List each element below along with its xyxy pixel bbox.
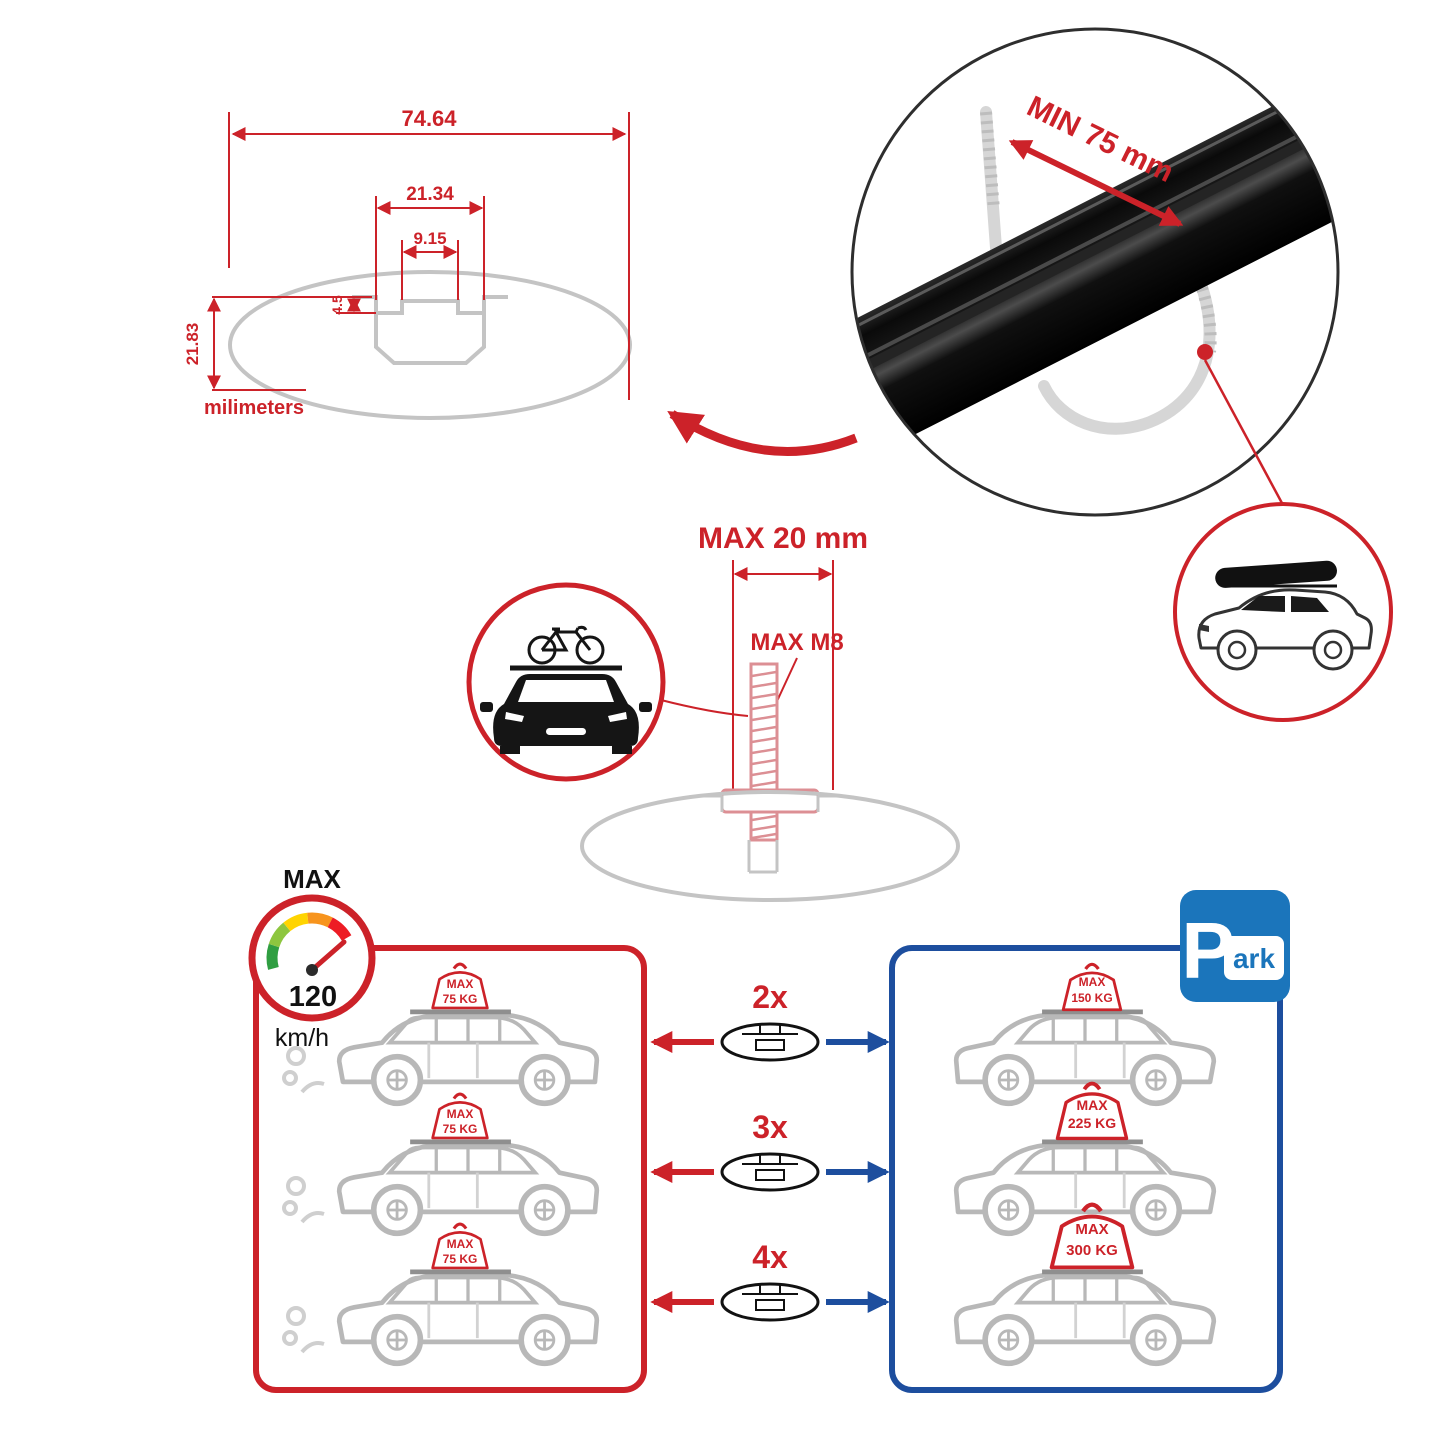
speed-value: 120	[289, 981, 337, 1013]
multiplier-label: 2x	[752, 979, 788, 1015]
parking-car-row-3: MAX 300 KG	[956, 1205, 1214, 1364]
suv-roofbox-circle	[1173, 502, 1393, 722]
multiplier-row-3: 4x	[650, 1239, 890, 1322]
cargo-weight-label: 75 KG	[443, 992, 478, 1006]
multiplier-row-2: 3x	[650, 1109, 890, 1192]
tire-right	[612, 746, 632, 754]
cargo-max-label: MAX	[1075, 1221, 1108, 1238]
max-thread-label: MAX M8	[750, 629, 843, 656]
crossbar-section-icon	[720, 1022, 820, 1062]
suv-window-front	[1241, 596, 1285, 612]
t-slot-channel	[374, 313, 486, 365]
min-span-arrow	[1008, 139, 1184, 227]
crossbar-detail-circle: MIN 75 mm	[850, 27, 1340, 517]
bike-car-circle	[466, 582, 749, 782]
car-front-icon	[480, 674, 652, 754]
suv-window-rear	[1291, 596, 1329, 612]
bike-circle-leader	[660, 699, 749, 717]
suv-with-roof-box-icon	[1197, 560, 1373, 671]
driving-car-row-1: MAX 75 KG	[282, 962, 597, 1103]
dim-lip-depth: 4.5	[329, 295, 345, 315]
driving-car-row-2: MAX 75 KG	[282, 1092, 597, 1233]
cargo-max-label: MAX	[1076, 1097, 1108, 1113]
crossbar-section-icon	[720, 1282, 820, 1322]
dim-width-total: 74.64	[401, 106, 457, 131]
cross-section-diagram: 74.64 21.34 9.15 4.5 21.83 milimeters	[183, 106, 632, 420]
bolt-threads	[751, 670, 777, 788]
headlight	[1199, 624, 1209, 632]
crossbar-rubber-strip	[853, 56, 1337, 393]
speed-max-label: MAX	[283, 864, 341, 894]
wheel-hub	[1227, 640, 1247, 660]
parking-car-row-2: MAX 225 KG	[956, 1081, 1214, 1234]
min-span-label: MIN 75 mm	[1022, 90, 1179, 189]
tire-left	[500, 746, 520, 754]
roof-box	[1215, 560, 1337, 588]
park-sign: P ark	[1180, 890, 1290, 1002]
clamp-hook-right	[1038, 249, 1216, 435]
cargo-max-label: MAX	[447, 977, 474, 991]
t-slot-lips	[352, 295, 508, 315]
park-rest-tile	[1224, 936, 1284, 980]
dim-slot-opening: 9.15	[413, 229, 446, 248]
exhaust-smoke-icon	[282, 1306, 325, 1354]
gauge-pivot	[306, 964, 318, 976]
bike-frame	[540, 630, 592, 652]
bolt-stub-threads	[751, 814, 777, 840]
profile-ellipse	[580, 790, 960, 902]
callout-dot	[1197, 344, 1213, 360]
cargo-weight-label: 75 KG	[443, 1122, 478, 1136]
headlight-right	[608, 712, 627, 722]
cargo-max-label: MAX	[447, 1237, 474, 1251]
dimension-lines	[207, 112, 630, 400]
wheel	[1312, 629, 1354, 671]
detail-circle-outline	[850, 27, 1340, 517]
cargo-weight-label: 75 KG	[443, 1252, 478, 1266]
bike-wheel	[575, 635, 605, 665]
speed-limit-gauge: MAX 120 km/h	[248, 864, 376, 1052]
cargo-max-label: MAX	[1079, 975, 1106, 989]
units-label: milimeters	[204, 397, 304, 419]
wheel	[1216, 629, 1258, 671]
multiplier-row-1: 2x	[650, 979, 890, 1062]
exhaust-smoke-icon	[282, 1046, 325, 1094]
cargo-max-label: MAX	[447, 1107, 474, 1121]
cargo-weight-label: 225 KG	[1068, 1115, 1116, 1131]
gauge-needle	[309, 939, 347, 973]
mirror-right	[639, 702, 652, 712]
detail-pointer-arrow	[667, 410, 858, 456]
callout-connector	[1203, 359, 1285, 506]
headlight-left	[505, 712, 524, 722]
driving-car-row-3: MAX 75 KG	[282, 1222, 597, 1363]
thread-texture	[980, 111, 1000, 211]
mirror-left	[480, 702, 493, 712]
bolt-dim-ext-lines	[732, 560, 834, 790]
park-rest: ark	[1233, 943, 1275, 974]
crossbar-section-icon	[720, 1152, 820, 1192]
parking-car-row-1: MAX 150 KG	[956, 962, 1214, 1103]
dim-height: 21.83	[183, 323, 202, 366]
speed-unit: km/h	[275, 1024, 329, 1052]
dim-slot-width: 21.34	[406, 184, 454, 205]
grille	[546, 728, 586, 735]
gauge-segments	[266, 912, 352, 970]
bicycle-icon	[527, 625, 605, 665]
multiplier-label: 4x	[752, 1239, 788, 1275]
exhaust-smoke-icon	[282, 1176, 325, 1224]
multiplier-label: 3x	[752, 1109, 788, 1145]
wheel-hub	[1323, 640, 1343, 660]
bolt-diagram: MAX 20 mm MAX M8	[580, 522, 960, 902]
cargo-weight-label: 300 KG	[1066, 1242, 1118, 1259]
max-width-label: MAX 20 mm	[698, 522, 868, 555]
cargo-weight-label: 150 KG	[1071, 991, 1112, 1005]
profile-slot-lines	[700, 794, 840, 874]
windshield	[518, 680, 614, 702]
bike-handlebar-seat	[552, 625, 588, 634]
